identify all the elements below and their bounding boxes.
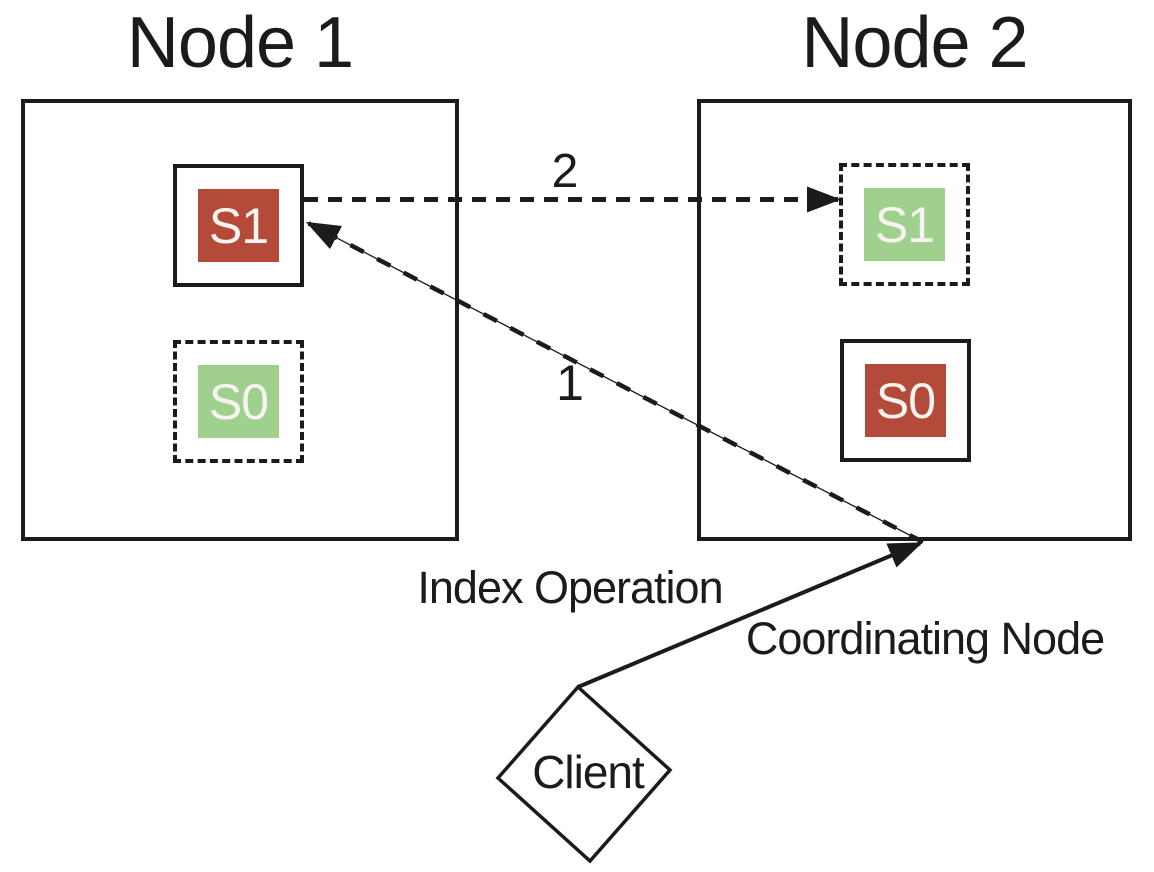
node1-shard-s1-square: S1 (198, 189, 279, 262)
node2-shard-s1-replica-box: S1 (839, 163, 970, 286)
node1-title: Node 1 (126, 3, 354, 83)
node1-shard-s1-label: S1 (208, 197, 269, 254)
node2-shard-s1-label: S1 (874, 196, 935, 253)
index-operation-label: Index Operation (417, 562, 723, 613)
node2-title: Node 2 (801, 3, 1028, 83)
coordinating-node-label: Coordinating Node (745, 613, 1105, 664)
node2-shard-s0-primary-box: S0 (840, 339, 971, 462)
node2-shard-s0-square: S0 (865, 364, 946, 437)
node1-shard-s1-primary-box: S1 (173, 164, 304, 287)
step2-number-label: 2 (551, 145, 579, 198)
node2-shard-s0-label: S0 (875, 372, 936, 429)
node2-shard-s1-square: S1 (864, 188, 945, 261)
client-label: Client (532, 746, 645, 798)
step1-number-label: 1 (556, 355, 584, 411)
node1-shard-s0-replica-box: S0 (173, 340, 304, 463)
node1-shard-s0-label: S0 (208, 373, 269, 430)
node1-shard-s0-square: S0 (198, 365, 279, 438)
